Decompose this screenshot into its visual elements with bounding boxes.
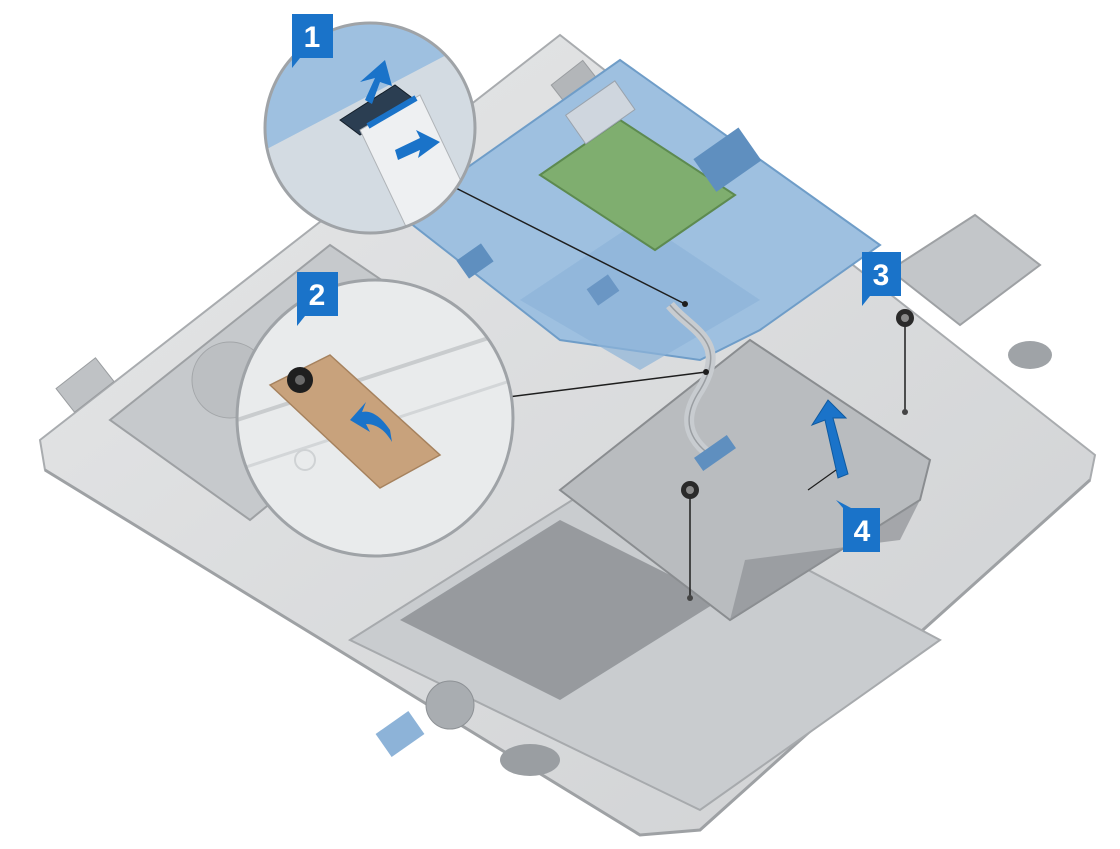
screw-4-group (681, 481, 699, 601)
callout-label: 4 (854, 515, 871, 548)
callout-1: 1 (292, 14, 333, 68)
system-board (398, 58, 882, 370)
metal-bracket-right (888, 213, 1052, 369)
palm-rest (347, 468, 942, 812)
io-board (375, 711, 425, 757)
coin-cell-battery (425, 680, 475, 730)
callout-2: 2 (297, 272, 338, 326)
callout-label: 1 (304, 21, 321, 54)
lift-arrow-icon (360, 60, 392, 104)
callout-3: 3 (862, 252, 901, 306)
magnified-view-2 (235, 278, 515, 558)
battery-area (400, 520, 720, 700)
slide-arrow-icon (395, 130, 440, 160)
peel-arrow-icon (350, 402, 392, 442)
callout-label: 2 (309, 279, 326, 312)
speaker-left (500, 744, 560, 776)
touchpad-connector (694, 434, 736, 472)
callout-4: 4 (836, 500, 880, 552)
callout-label: 3 (873, 259, 890, 292)
screw-3-group (896, 309, 914, 415)
speaker-right (1008, 341, 1052, 369)
lift-arrow-icon (807, 399, 849, 491)
